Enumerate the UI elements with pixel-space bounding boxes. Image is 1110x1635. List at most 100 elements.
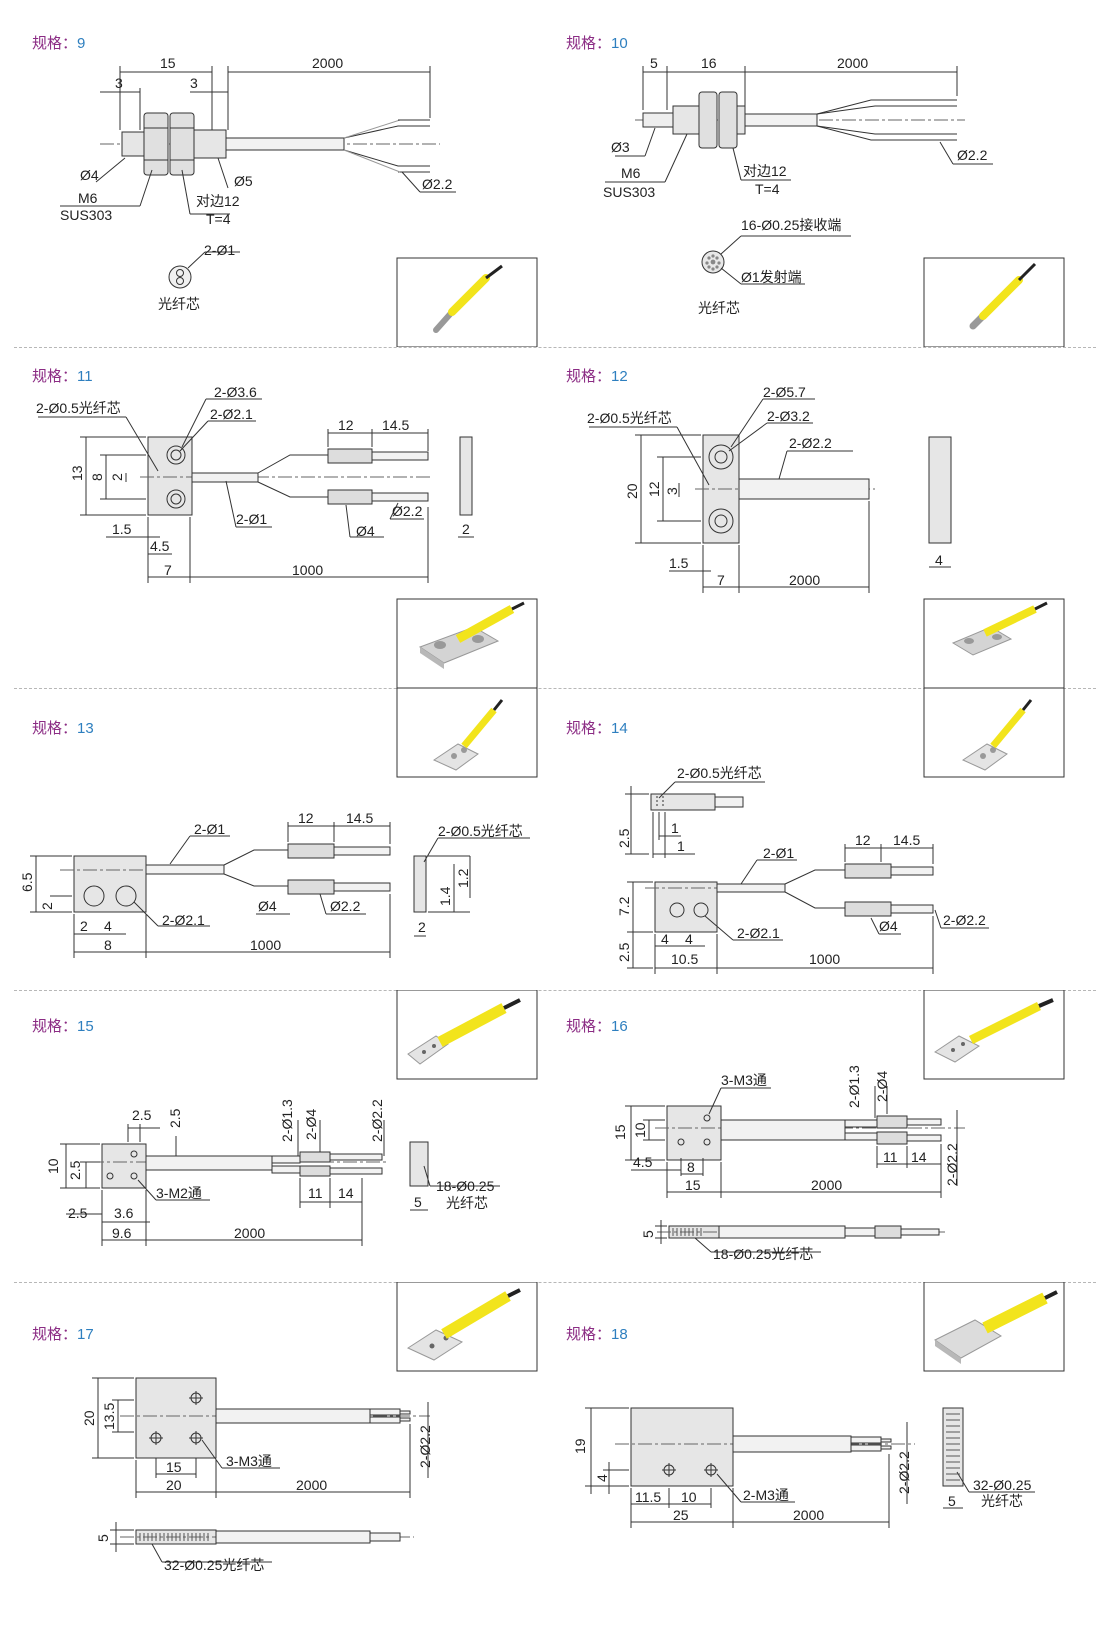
dim-3: 3 xyxy=(190,75,198,91)
spec-label: 规格： xyxy=(566,368,612,385)
dim-4: 4 xyxy=(685,931,693,947)
dim-7: 7 xyxy=(717,572,725,588)
dim-15: 15 xyxy=(166,1459,182,1475)
spec-18-drawing: 19 4 2-M3通 11.5 10 25 2000 2-Ø2.2 32-Ø0.… xyxy=(572,1282,1065,1528)
product-photo-18 xyxy=(923,1282,1065,1372)
dim-2000: 2000 xyxy=(793,1507,824,1523)
dim-thickness: 5 xyxy=(948,1493,956,1509)
dim-2-5: 2.5 xyxy=(616,942,632,962)
product-photo-10 xyxy=(923,257,1065,347)
mount-thread: 3-M2通 xyxy=(156,1185,202,1201)
spec-label: 规格： xyxy=(566,1326,612,1343)
receiver-fiber: 16-Ø0.25接收端 xyxy=(741,217,841,233)
dim-dia-5: Ø5 xyxy=(234,173,253,189)
dim-2-5: 2.5 xyxy=(68,1205,88,1221)
product-photo-9 xyxy=(396,257,538,347)
spec-title: 规格：17 xyxy=(32,1323,94,1344)
product-photo-11 xyxy=(396,598,538,688)
dim-13: 13 xyxy=(69,465,85,481)
spec-title: 规格：9 xyxy=(32,32,85,53)
spec-title: 规格：14 xyxy=(566,717,628,738)
spec-label: 规格： xyxy=(32,1018,78,1035)
dim-12: 12 xyxy=(646,481,662,497)
dim-2-5: 2.5 xyxy=(616,828,632,848)
spec-10-drawing: 5 16 2000 Ø3 M6 SUS303 对边12 T=4 Ø2.2 16-… xyxy=(603,55,1065,347)
dim-holes-2-1: 2-Ø2.1 xyxy=(737,925,780,941)
row-divider xyxy=(14,347,1096,348)
mount-thread: 3-M3通 xyxy=(226,1453,272,1469)
dim-8: 8 xyxy=(687,1159,695,1175)
core-label: 光纤芯 xyxy=(698,300,740,316)
dim-8: 8 xyxy=(104,937,112,953)
dim-14-5: 14.5 xyxy=(382,417,409,433)
dim-10-5: 10.5 xyxy=(671,951,698,967)
spec-number: 12 xyxy=(611,368,628,385)
dim-dia-2-2: Ø2.2 xyxy=(392,503,423,519)
spec-label: 规格： xyxy=(32,368,78,385)
spec-title: 规格：13 xyxy=(32,717,94,738)
dim-10: 10 xyxy=(632,1122,648,1138)
dim-4-5: 4.5 xyxy=(150,538,170,554)
spec-number: 15 xyxy=(77,1018,94,1035)
dim-14-5: 14.5 xyxy=(346,810,373,826)
material: SUS303 xyxy=(60,207,112,223)
dim-2: 2 xyxy=(39,902,55,910)
spec-9-drawing: 15 2000 3 3 Ø4 M6 SUS303 Ø5 对边12 T=4 Ø2.… xyxy=(60,55,538,347)
dim-thickness: T=4 xyxy=(755,181,780,197)
dim-thickness: 5 xyxy=(640,1230,656,1238)
dim-2: 2 xyxy=(109,473,125,481)
dim-2000: 2000 xyxy=(234,1225,265,1241)
dim-dia-4: 2-Ø4 xyxy=(874,1071,890,1102)
dim-2-5: 2.5 xyxy=(132,1107,152,1123)
dim-m6: M6 xyxy=(621,165,641,181)
product-photo-14 xyxy=(923,688,1065,778)
spec-12-drawing: 2-Ø5.7 2-Ø0.5光纤芯 2-Ø3.2 2-Ø2.2 20 12 3 1… xyxy=(587,384,1065,688)
dim-dia-4: Ø4 xyxy=(879,918,898,934)
product-photo-13 xyxy=(396,688,538,778)
dim-15: 15 xyxy=(160,55,176,71)
dim-dia-2-2: 2-Ø2.2 xyxy=(789,435,832,451)
spec-number: 18 xyxy=(611,1326,628,1343)
row-divider xyxy=(14,990,1096,991)
dim-4: 4 xyxy=(594,1474,610,1482)
dim-1: 1 xyxy=(671,820,679,836)
dim-15: 15 xyxy=(612,1124,628,1140)
dim-dia-4: Ø4 xyxy=(80,167,99,183)
spec-label: 规格： xyxy=(32,35,78,52)
dim-dia-3: Ø3 xyxy=(611,139,630,155)
spec-13-drawing: 2-Ø1 12 14.5 2-Ø0.5光纤芯 6.5 2 2-Ø2.1 2 4 … xyxy=(19,688,538,958)
dim-thickness: T=4 xyxy=(206,211,231,227)
dim-dia-1: 2-Ø1 xyxy=(194,821,225,837)
dim-7: 7 xyxy=(164,562,172,578)
dim-6-5: 6.5 xyxy=(19,872,35,892)
dim-dia-2-2: 2-Ø2.2 xyxy=(369,1099,385,1142)
dim-7-2: 7.2 xyxy=(616,896,632,916)
dim-dia-2-2: 2-Ø2.2 xyxy=(417,1425,433,1468)
dim-15: 15 xyxy=(685,1177,701,1193)
dim-holes-2-1: 2-Ø2.1 xyxy=(210,406,253,422)
dim-dia-2-2: Ø2.2 xyxy=(422,176,453,192)
dim-flat: 对边12 xyxy=(196,193,240,209)
spec-number: 16 xyxy=(611,1018,628,1035)
dim-20: 20 xyxy=(166,1477,182,1493)
dim-dia-2-2: Ø2.2 xyxy=(330,898,361,914)
dim-14: 14 xyxy=(911,1149,927,1165)
spec-title: 规格：16 xyxy=(566,1015,628,1036)
spec-number: 9 xyxy=(77,35,86,52)
dim-3-6: 3.6 xyxy=(114,1205,134,1221)
fiber-core: 32-Ø0.25 xyxy=(973,1477,1032,1493)
spec-title: 规格：10 xyxy=(566,32,628,53)
fiber-core: 18-Ø0.25 xyxy=(436,1178,495,1194)
dim-3: 3 xyxy=(664,487,680,495)
dim-thickness: 5 xyxy=(414,1194,422,1210)
fiber-core: 32-Ø0.25光纤芯 xyxy=(164,1557,264,1573)
dim-2000: 2000 xyxy=(312,55,343,71)
mount-thread: 2-M3通 xyxy=(743,1487,789,1503)
spec-number: 17 xyxy=(77,1326,94,1343)
spec-label: 规格： xyxy=(566,35,612,52)
fiber-core: 2-Ø0.5光纤芯 xyxy=(438,823,523,839)
product-photo-15 xyxy=(396,990,538,1080)
spec-16-drawing: 3-M3通 2-Ø1.3 2-Ø4 15 10 4.5 8 15 2000 11… xyxy=(612,990,1065,1262)
dim-1-5: 1.5 xyxy=(112,521,132,537)
dim-dia-1-3: 2-Ø1.3 xyxy=(846,1065,862,1108)
